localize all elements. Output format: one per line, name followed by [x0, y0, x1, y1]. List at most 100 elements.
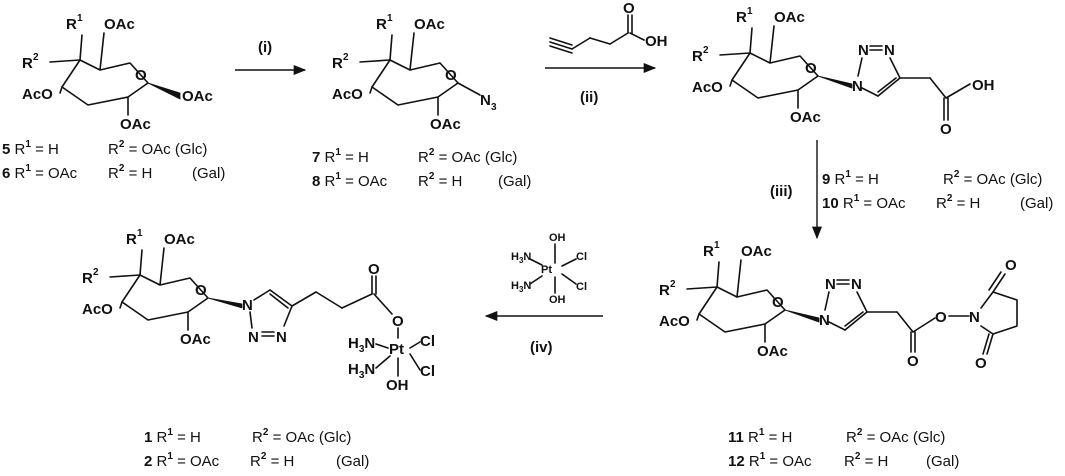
svg-text:OH: OH	[645, 33, 668, 50]
svg-text:O: O	[940, 121, 952, 138]
svg-text:OH: OH	[386, 377, 409, 394]
svg-text:R2 = OAc (Glc): R2 = OAc (Glc)	[418, 147, 517, 166]
svg-text:(iii): (iii)	[770, 183, 793, 200]
platinum-reagent-structure: OH Pt OH H3N H3N Cl Cl	[511, 232, 587, 306]
nhs-ester-structure: O OAc R 1 R 2 AcO OAc N N N O O N	[659, 240, 1018, 372]
svg-text:10 R1 = OAc: 10 R1 = OAc	[822, 193, 906, 212]
svg-text:R: R	[659, 282, 670, 299]
svg-text:R2 = H: R2 = H	[936, 193, 980, 212]
svg-text:R: R	[126, 231, 137, 248]
svg-text:R: R	[22, 55, 33, 72]
svg-text:R2 = OAc (Glc): R2 = OAc (Glc)	[943, 169, 1042, 188]
svg-text:1: 1	[387, 13, 393, 24]
svg-text:OH: OH	[972, 77, 995, 94]
svg-text:H3N: H3N	[511, 251, 531, 265]
svg-text:5 R1 = H: 5 R1 = H	[2, 139, 59, 158]
svg-text:(ii): (ii)	[580, 89, 598, 106]
svg-text:9 R1 = H: 9 R1 = H	[822, 169, 879, 188]
svg-text:N: N	[858, 42, 869, 59]
pentynoic-acid-structure: O OH	[549, 0, 668, 54]
svg-text:OAc: OAc	[774, 9, 805, 26]
svg-text:N: N	[884, 42, 895, 59]
svg-text:OH: OH	[549, 294, 566, 306]
svg-text:(iv): (iv)	[530, 339, 553, 356]
svg-text:6 R1 = OAc: 6 R1 = OAc	[2, 163, 78, 182]
svg-text:R: R	[736, 9, 747, 26]
svg-text:O: O	[623, 0, 635, 17]
glycosyl-azide-structure: O OAc R 1 R 2 AcO OAc N 3	[332, 13, 497, 133]
svg-text:O: O	[907, 353, 919, 370]
svg-text:2: 2	[670, 279, 676, 290]
svg-text:OAc: OAc	[120, 116, 151, 133]
svg-text:1 R1 = H: 1 R1 = H	[144, 427, 201, 446]
svg-text:O: O	[772, 294, 784, 311]
svg-text:OH: OH	[549, 232, 566, 244]
svg-text:N: N	[480, 92, 491, 109]
label-compound-5: 5 R1 = H R2 = OAc (Glc)	[2, 139, 207, 158]
svg-text:(Gal): (Gal)	[336, 453, 369, 470]
svg-text:OAc: OAc	[104, 16, 135, 33]
svg-text:N: N	[276, 329, 287, 346]
svg-text:OAc: OAc	[430, 116, 461, 133]
svg-text:2: 2	[93, 267, 99, 278]
svg-text:O: O	[445, 67, 457, 84]
arrow-step-ii: (ii) O OH	[545, 0, 668, 106]
svg-text:R2 = OAc (Glc): R2 = OAc (Glc)	[846, 427, 945, 446]
triazole-acid-structure: O OAc R 1 R 2 AcO OAc N N N OH O	[692, 6, 995, 138]
svg-text:1: 1	[747, 6, 753, 17]
svg-text:AcO: AcO	[82, 301, 113, 318]
svg-text:O: O	[805, 60, 817, 77]
svg-text:R: R	[692, 48, 703, 65]
svg-text:3: 3	[491, 102, 497, 113]
svg-text:(Gal): (Gal)	[1020, 195, 1053, 212]
svg-text:(Gal): (Gal)	[498, 173, 531, 190]
svg-text:R2 = H: R2 = H	[418, 171, 462, 190]
sugar-peracetate-structure: O OAc R 1 R 2 AcO OAc OAc	[22, 13, 213, 133]
svg-text:2: 2	[343, 52, 349, 63]
svg-text:11 R1 = H: 11 R1 = H	[728, 427, 792, 446]
label-compound-8: 8 R1 = OAc R2 = H (Gal)	[312, 171, 531, 190]
svg-text:N: N	[242, 297, 253, 314]
svg-text:N: N	[851, 276, 862, 293]
svg-text:N: N	[825, 276, 836, 293]
svg-text:R2 = H: R2 = H	[844, 451, 888, 470]
svg-text:N: N	[852, 78, 863, 95]
svg-text:AcO: AcO	[659, 313, 690, 330]
svg-text:R: R	[82, 270, 93, 287]
svg-text:R2 = H: R2 = H	[108, 163, 152, 182]
svg-text:1: 1	[714, 240, 720, 251]
platinum-conjugate-structure: O OAc R 1 R 2 AcO OAc N N N O O P	[82, 228, 435, 394]
svg-text:OAc: OAc	[180, 331, 211, 348]
svg-text:OAc: OAc	[790, 109, 821, 126]
label-compound-6: 6 R1 = OAc R2 = H (Gal)	[2, 163, 225, 182]
svg-text:N: N	[969, 309, 980, 326]
svg-text:O: O	[135, 67, 147, 84]
svg-text:Pt: Pt	[541, 264, 552, 276]
svg-text:2: 2	[703, 45, 709, 56]
svg-text:OAc: OAc	[414, 16, 445, 33]
svg-text:Cl: Cl	[576, 251, 587, 263]
svg-text:Cl: Cl	[420, 333, 435, 350]
svg-text:R: R	[332, 55, 343, 72]
svg-text:N: N	[819, 312, 830, 329]
svg-text:2 R1 = OAc: 2 R1 = OAc	[144, 451, 220, 470]
svg-text:OAc: OAc	[182, 88, 213, 105]
svg-text:12 R1 = OAc: 12 R1 = OAc	[728, 451, 812, 470]
label-compound-11: 11 R1 = H R2 = OAc (Glc)	[728, 427, 945, 446]
svg-text:AcO: AcO	[22, 86, 53, 103]
svg-text:H3N: H3N	[348, 361, 375, 381]
svg-text:(Gal): (Gal)	[926, 453, 959, 470]
svg-text:7 R1 = H: 7 R1 = H	[312, 147, 369, 166]
svg-text:AcO: AcO	[332, 86, 363, 103]
label-compound-7: 7 R1 = H R2 = OAc (Glc)	[312, 147, 517, 166]
svg-text:2: 2	[33, 52, 39, 63]
svg-text:1: 1	[137, 228, 143, 239]
svg-text:OAc: OAc	[757, 343, 788, 360]
arrow-step-iii: (iii)	[770, 140, 823, 240]
svg-text:O: O	[195, 282, 207, 299]
svg-text:O: O	[1005, 257, 1017, 274]
svg-text:R: R	[66, 16, 77, 33]
svg-text:R2 = H: R2 = H	[250, 451, 294, 470]
svg-text:OAc: OAc	[164, 231, 195, 248]
